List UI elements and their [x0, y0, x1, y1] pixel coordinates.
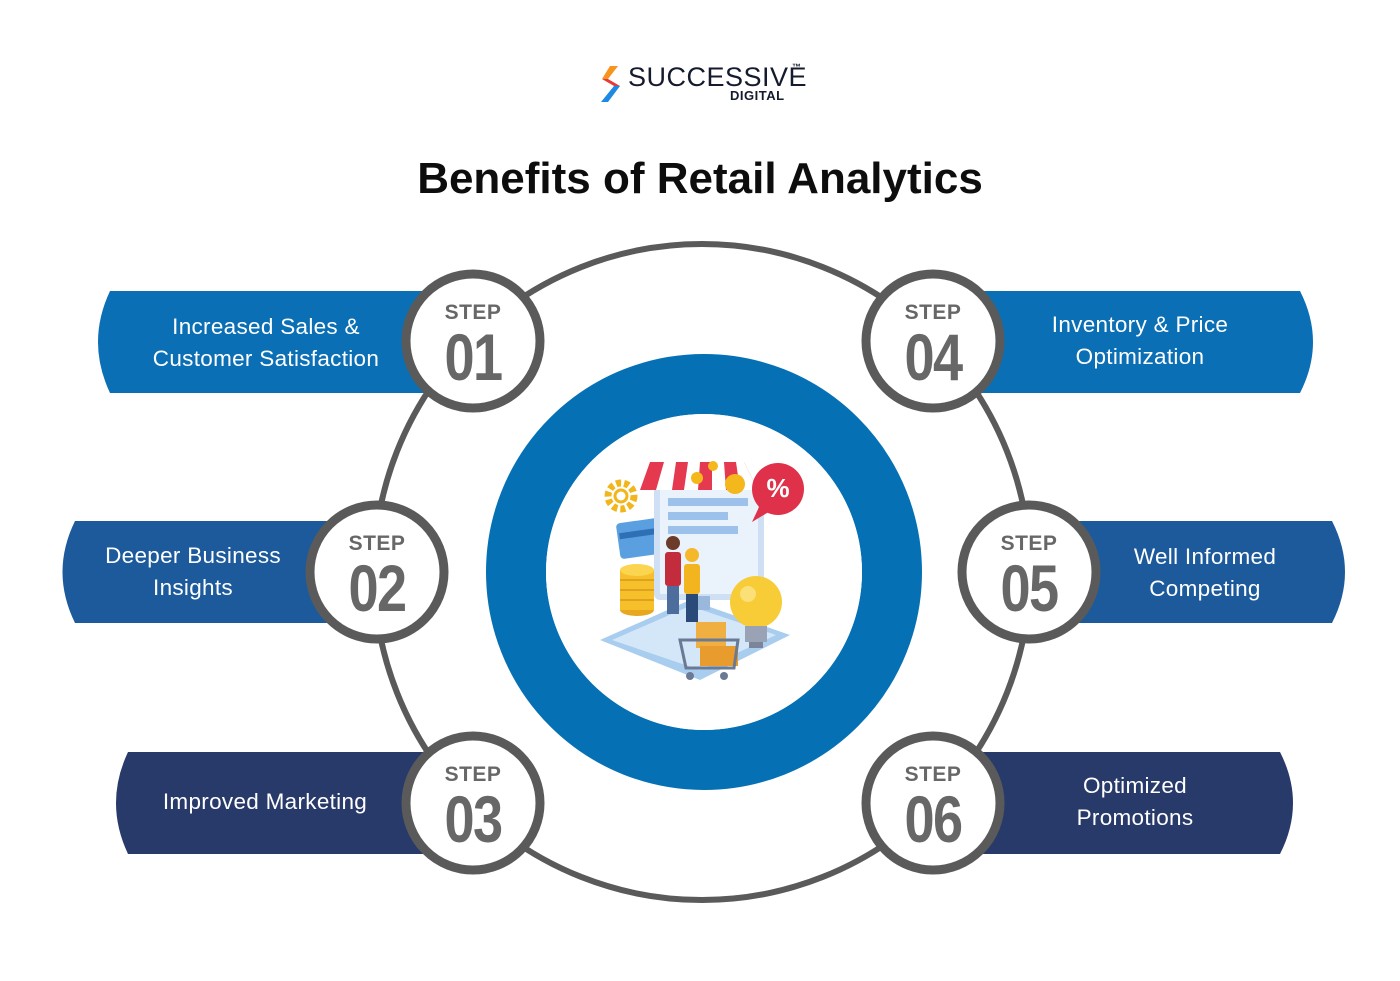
- step-05-number: 05: [1000, 551, 1060, 625]
- step-01-label: STEP: [444, 301, 502, 324]
- step-01-number: 01: [444, 320, 504, 394]
- banner-01-line-2: Customer Satisfaction: [152, 346, 380, 371]
- banner-step-04: [940, 291, 1313, 393]
- step-06-label: STEP: [904, 763, 962, 786]
- banner-step-03: [116, 752, 455, 854]
- banner-text-02: Deeper Business Insights: [80, 540, 306, 604]
- retail-shop-illustration-icon: [600, 461, 804, 680]
- page-title: Benefits of Retail Analytics: [417, 154, 983, 203]
- banner-01-line-1: Increased Sales &: [172, 314, 360, 339]
- step-02-label: STEP: [348, 532, 406, 555]
- banner-06-line-1: Optimized: [1083, 773, 1187, 798]
- banner-step-02: [62, 521, 360, 623]
- banner-step-05: [1045, 521, 1345, 623]
- step-circle-04: [861, 269, 1005, 413]
- step-05-label: STEP: [1000, 532, 1058, 555]
- banner-text-03: Improved Marketing: [140, 786, 390, 818]
- banner-text-05: Well Informed Competing: [1105, 541, 1305, 605]
- step-04-label: STEP: [904, 301, 962, 324]
- step-02-number: 02: [348, 551, 408, 625]
- brand-sub: DIGITAL: [730, 88, 785, 103]
- banner-03-line-1: Improved Marketing: [162, 789, 368, 814]
- step-06-number: 06: [904, 782, 964, 856]
- step-04-number: 04: [904, 320, 964, 394]
- banner-05-line-1: Well Informed: [1133, 544, 1277, 569]
- brand-name: SUCCESSIVE: [628, 62, 808, 92]
- step-circle-06: [861, 731, 1005, 875]
- step-circle-03: [401, 731, 545, 875]
- banner-04-line-2: Optimization: [1075, 344, 1205, 369]
- successive-digital-logo: SUCCESSIVE ™ DIGITAL: [598, 62, 808, 108]
- banner-step-06: [940, 752, 1293, 854]
- banner-06-line-2: Promotions: [1076, 805, 1194, 830]
- brand-trademark: ™: [792, 62, 801, 72]
- step-circle-05: [957, 500, 1101, 644]
- discount-sign-text: %: [766, 473, 790, 503]
- banner-05-line-2: Competing: [1149, 576, 1261, 601]
- banner-02-line-2: Insights: [153, 575, 233, 600]
- center-ring: [486, 354, 922, 790]
- banner-text-06: Optimized Promotions: [1035, 770, 1235, 834]
- step-circle-02: [305, 500, 449, 644]
- step-circle-01: [401, 269, 545, 413]
- step-03-number: 03: [444, 782, 504, 856]
- banner-04-line-1: Inventory & Price: [1051, 312, 1229, 337]
- step-03-label: STEP: [444, 763, 502, 786]
- banner-step-01: [98, 291, 455, 393]
- banner-02-line-1: Deeper Business: [105, 543, 281, 568]
- logo-mark-icon: [601, 66, 620, 102]
- banner-text-04: Inventory & Price Optimization: [1020, 309, 1260, 373]
- banner-text-01: Increased Sales & Customer Satisfaction: [128, 311, 404, 375]
